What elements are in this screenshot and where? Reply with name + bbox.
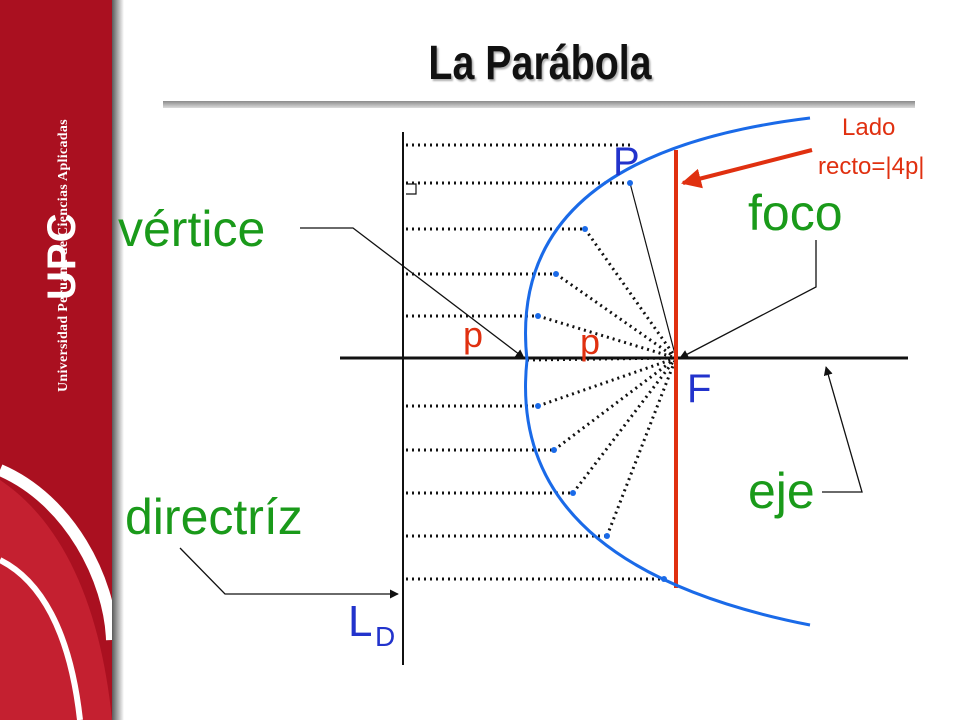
latus-pointer [681,148,813,189]
label-directrix-sub: D [375,621,395,652]
sidebar-swoosh-icon [0,464,112,720]
directrix-distance-lines [406,143,664,581]
vertex-pointer [300,227,525,359]
sidebar-band: UPC Universidad Peruana de Ciencias Apli… [0,0,112,720]
label-directrix: directríz [125,489,303,545]
right-angle-icon [406,183,417,195]
point-to-focus-line [629,182,677,359]
title-rule [163,101,915,108]
label-axis: eje [748,463,815,519]
parabola-points [535,180,667,582]
label-latus-line1: Lado [842,114,895,141]
label-vertex: vértice [118,201,265,257]
label-directrix-main: L [348,597,372,646]
parabola-curve [524,116,811,627]
label-point: P [613,140,640,184]
focus-pointer [679,240,817,359]
directrix-pointer [179,547,399,599]
label-focus: foco [748,185,843,241]
sidebar-shadow [112,0,124,720]
label-focus-letter: F [687,367,711,411]
label-p-right: p [580,321,600,362]
label-p-left: p [463,314,483,355]
page-title: La Parábola [428,37,652,90]
focal-distance-lines [526,228,678,537]
axis-pointer [822,366,863,493]
label-latus-line2: recto=|4p| [818,153,925,180]
